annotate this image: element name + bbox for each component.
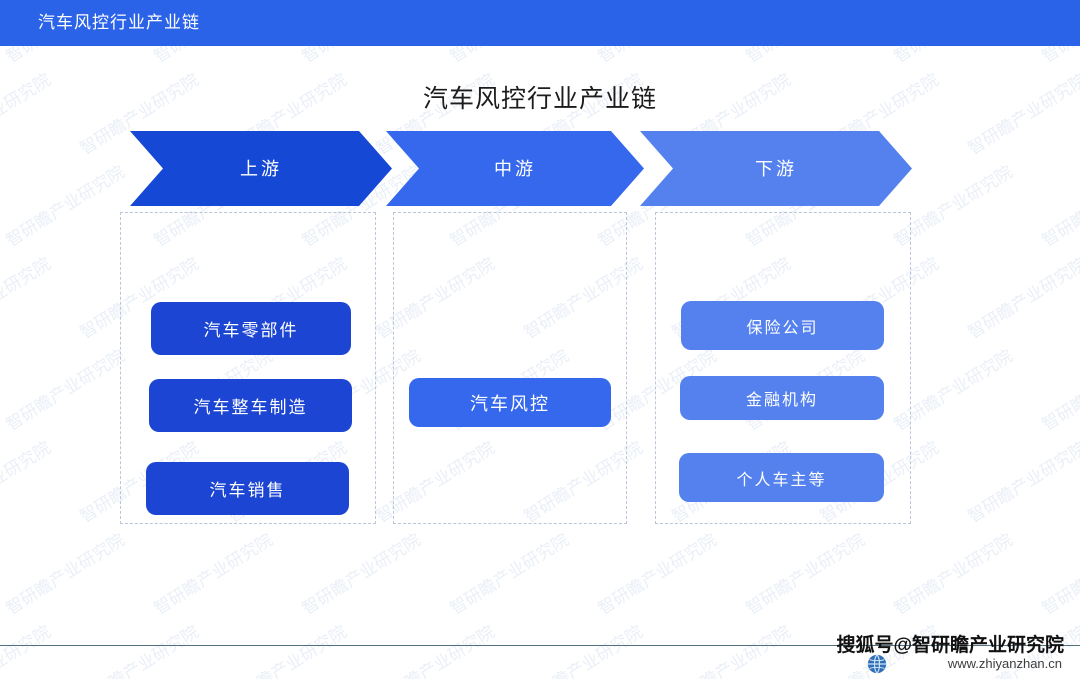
footer-brand: 搜狐号@智研瞻产业研究院 (836, 635, 1064, 656)
node-downstream-1[interactable]: 保险公司 (681, 301, 884, 350)
node-upstream-1[interactable]: 汽车零部件 (151, 302, 351, 355)
app-header-title: 汽车风控行业产业链 (38, 13, 200, 32)
stage-chevron-downstream[interactable]: 下游 (640, 131, 912, 206)
stage-chevron-label: 中游 (494, 158, 536, 179)
stage-group-upstream (120, 212, 376, 524)
node-label: 汽车零部件 (203, 321, 299, 340)
footer: 搜狐号@智研瞻产业研究院 www.zhiyanzhan.cn (0, 635, 1080, 679)
footer-divider (0, 645, 1080, 646)
node-label: 汽车风控 (470, 393, 550, 414)
stage-chevron-label: 下游 (755, 158, 797, 179)
industry-chain-diagram: 汽车风控行业产业链 上游 中游 下游 汽车零部件 汽车整车制造 汽车销售 汽车风… (0, 46, 1080, 636)
node-label: 金融机构 (745, 392, 818, 409)
header-underline (0, 41, 1080, 46)
stage-chevron-row: 上游 中游 下游 (130, 131, 912, 206)
stage-group-downstream (655, 212, 911, 524)
node-label: 个人车主等 (736, 471, 827, 489)
globe-icon (867, 654, 887, 674)
node-label: 汽车整车制造 (193, 398, 308, 417)
node-label: 汽车销售 (209, 481, 286, 500)
diagram-title: 汽车风控行业产业链 (422, 85, 657, 113)
node-label: 保险公司 (746, 319, 819, 337)
footer-url: www.zhiyanzhan.cn (947, 656, 1062, 671)
stage-group-midstream (393, 212, 627, 524)
stage-chevron-label: 上游 (240, 158, 282, 179)
node-upstream-3[interactable]: 汽车销售 (146, 462, 349, 515)
app-header-bar: 汽车风控行业产业链 (0, 0, 1080, 41)
stage-chevron-midstream[interactable]: 中游 (386, 131, 644, 206)
node-downstream-3[interactable]: 个人车主等 (679, 453, 884, 502)
node-downstream-2[interactable]: 金融机构 (680, 376, 884, 420)
node-midstream-1[interactable]: 汽车风控 (409, 378, 611, 427)
stage-chevron-upstream[interactable]: 上游 (130, 131, 392, 206)
node-upstream-2[interactable]: 汽车整车制造 (149, 379, 352, 432)
